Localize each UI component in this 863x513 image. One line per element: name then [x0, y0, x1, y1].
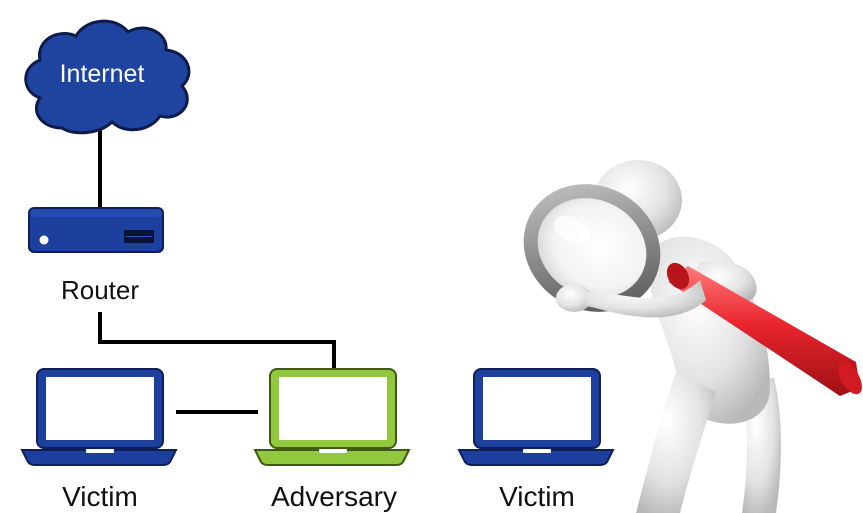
victim-left-node: Victim	[22, 369, 176, 512]
router-label: Router	[61, 275, 139, 305]
router-node: Router	[28, 207, 164, 305]
victim-left-label: Victim	[62, 481, 138, 512]
router-icon	[28, 207, 164, 253]
internet-label: Internet	[60, 60, 145, 88]
wire-router-adversary	[100, 312, 334, 372]
laptop-icon	[22, 369, 176, 465]
victim-right-label: Victim	[499, 481, 575, 512]
internet-node: Internet	[26, 21, 189, 133]
laptop-icon	[255, 369, 409, 465]
victim-right-node: Victim	[459, 369, 613, 512]
adversary-label: Adversary	[271, 481, 397, 512]
laptop-icon	[459, 369, 613, 465]
adversary-node: Adversary	[255, 369, 409, 512]
